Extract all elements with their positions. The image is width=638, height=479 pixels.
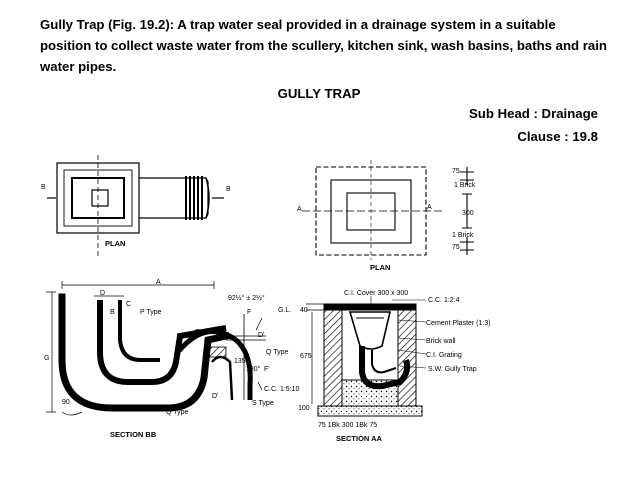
section-bb bbox=[46, 281, 266, 416]
plan-right bbox=[302, 160, 474, 260]
cement-plaster: Cement Plaster (1:3) bbox=[426, 320, 491, 327]
section-bb-caption: SECTION BB bbox=[110, 430, 157, 439]
label-d-prime: D' bbox=[258, 332, 264, 339]
plan-right-a-right: A bbox=[427, 204, 432, 211]
cc-1510: C.C. 1:5:10 bbox=[264, 386, 300, 393]
plan-left-caption: PLAN bbox=[105, 239, 125, 248]
label-e: E bbox=[195, 329, 200, 336]
label-f-prime: F' bbox=[264, 366, 270, 373]
section-aa-caption: SECTION AA bbox=[336, 434, 383, 443]
p-type: P Type bbox=[140, 309, 162, 316]
figure-heading: GULLY TRAP bbox=[277, 86, 361, 101]
label-c: C bbox=[126, 301, 131, 308]
angle-135: 135° bbox=[234, 357, 249, 365]
gl-label: G.L. bbox=[278, 307, 291, 314]
plan-right-a-left: A bbox=[297, 206, 302, 213]
intro-paragraph: Gully Trap (Fig. 19.2): A trap water sea… bbox=[40, 17, 607, 74]
label-b: B bbox=[110, 309, 115, 316]
angle-180: 180° bbox=[246, 365, 261, 373]
bottom-dims: 75 1Bk 300 1Bk 75 bbox=[318, 422, 377, 429]
sw-gully-trap: S.W. Gully Trap bbox=[428, 366, 477, 373]
dim-300: 300 bbox=[462, 210, 474, 217]
angle-92: 92½° ± 2½° bbox=[228, 294, 265, 302]
brick-top: 1 Brick bbox=[454, 182, 476, 189]
dim-75-top: 75 bbox=[452, 168, 460, 175]
plan-left bbox=[47, 155, 224, 258]
ci-cover: C.I. Cover 300 x 300 bbox=[344, 290, 408, 297]
section-aa bbox=[306, 296, 427, 417]
sub-head: Sub Head : Drainage bbox=[469, 106, 598, 121]
label-d: D bbox=[100, 290, 105, 297]
dim-100: 100 bbox=[298, 405, 310, 412]
plan-left-b-left: B bbox=[41, 184, 46, 191]
label-d-prime-2: D' bbox=[212, 393, 218, 400]
clause-number: Clause : 19.8 bbox=[517, 129, 598, 144]
dim-675: 675 bbox=[300, 353, 312, 360]
plan-left-b-right: B bbox=[226, 186, 231, 193]
plan-right-caption: PLAN bbox=[370, 263, 390, 272]
label-90: 90 bbox=[62, 399, 70, 406]
brick-bottom: 1 Brick bbox=[452, 232, 474, 239]
dim-40: 40 bbox=[300, 307, 308, 314]
ci-grating: C.I. Grating bbox=[426, 352, 462, 359]
label-a: A bbox=[156, 279, 161, 286]
dim-75-bottom: 75 bbox=[452, 244, 460, 251]
s-type: S Type bbox=[252, 400, 274, 407]
label-g: G bbox=[44, 355, 49, 362]
q-type-right: Q Type bbox=[266, 349, 289, 356]
brick-wall: Brick wall bbox=[426, 338, 456, 345]
q-type-bottom: Q Type bbox=[166, 409, 189, 416]
label-f: F bbox=[247, 309, 251, 316]
cc-124: C.C. 1:2:4 bbox=[428, 297, 460, 304]
